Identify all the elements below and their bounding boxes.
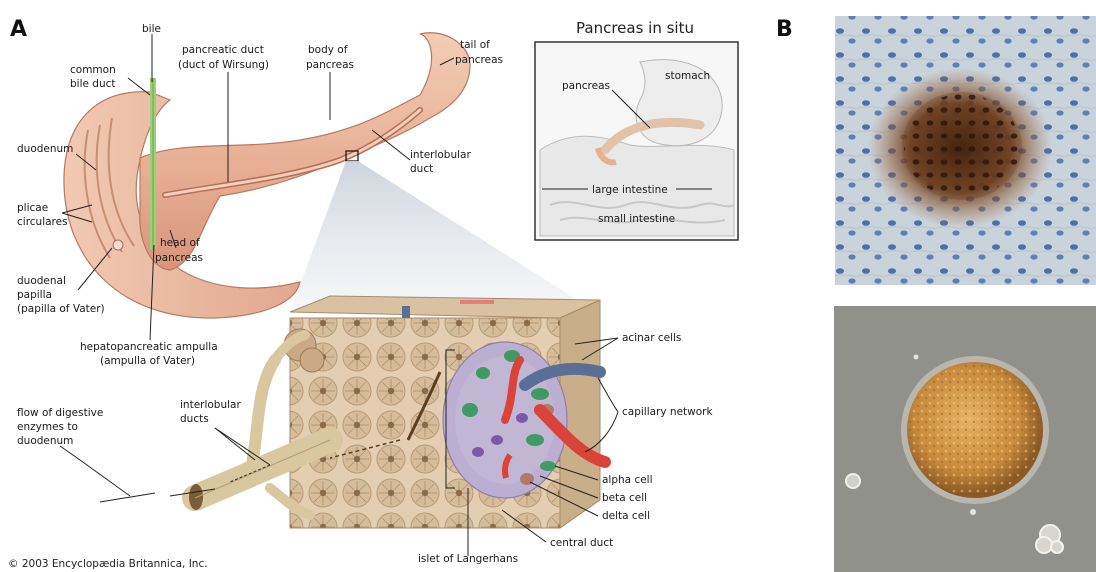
- label-delta-cell: delta cell: [602, 510, 650, 522]
- label-interlobular-duct: interlobular: [410, 149, 471, 161]
- label-central-duct: central duct: [550, 537, 613, 549]
- label-papilla-2: papilla: [17, 289, 52, 301]
- label-common-bile-duct: common: [70, 64, 116, 76]
- label-tail: tail of: [460, 39, 490, 51]
- label-plicae: plicae: [17, 202, 48, 214]
- label-flow: flow of digestive: [17, 407, 103, 419]
- panel-a-label: A: [10, 17, 27, 42]
- label-flow-2: enzymes to: [17, 421, 78, 433]
- inset-label-large-intestine: large intestine: [592, 184, 668, 196]
- label-flow-3: duodenum: [17, 435, 73, 447]
- tissue-block-illustration: [284, 296, 605, 528]
- label-bile: bile: [142, 23, 161, 35]
- label-interlobular-ducts-2: ducts: [180, 413, 209, 425]
- stained-islet-micrograph: [835, 16, 1096, 285]
- inset-label-small-intestine: small intestine: [598, 213, 675, 225]
- cultured-islet-micrograph: [834, 306, 1096, 572]
- label-body: body of: [308, 44, 348, 56]
- label-acinar-cells: acinar cells: [622, 332, 681, 344]
- label-interlobular-duct-2: duct: [410, 163, 433, 175]
- inset-label-pancreas: pancreas: [562, 80, 610, 92]
- label-pancreatic-duct: pancreatic duct: [182, 44, 264, 56]
- label-head-2: pancreas: [155, 252, 203, 264]
- label-capillary-network: capillary network: [622, 406, 713, 418]
- label-pancreatic-duct-2: (duct of Wirsung): [178, 59, 269, 71]
- label-head: head of: [160, 237, 200, 249]
- label-papilla-3: (papilla of Vater): [17, 303, 105, 315]
- label-interlobular-ducts: interlobular: [180, 399, 241, 411]
- inset-title: Pancreas in situ: [576, 19, 694, 37]
- inset-label-stomach: stomach: [665, 70, 710, 82]
- label-alpha-cell: alpha cell: [602, 474, 653, 486]
- label-duodenum: duodenum: [17, 143, 73, 155]
- panel-b-label: B: [776, 17, 793, 42]
- label-body-2: pancreas: [306, 59, 354, 71]
- label-tail-2: pancreas: [455, 54, 503, 66]
- label-beta-cell: beta cell: [602, 492, 647, 504]
- label-ampulla-2: (ampulla of Vater): [100, 355, 195, 367]
- label-common-bile-duct-2: bile duct: [70, 78, 116, 90]
- label-ampulla: hepatopancreatic ampulla: [80, 341, 218, 353]
- copyright-notice: © 2003 Encyclopædia Britannica, Inc.: [8, 558, 208, 570]
- label-islet: islet of Langerhans: [418, 553, 518, 565]
- label-papilla: duodenal: [17, 275, 66, 287]
- label-plicae-2: circulares: [17, 216, 68, 228]
